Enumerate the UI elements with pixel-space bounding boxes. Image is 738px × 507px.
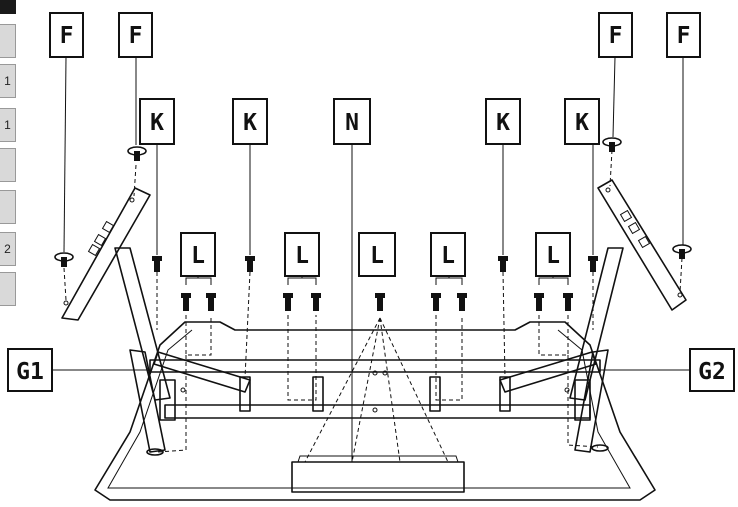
label-k-2: K — [232, 98, 268, 145]
screw-l-5 — [375, 293, 385, 311]
foot-f-2 — [127, 146, 147, 161]
side-tab-4[interactable] — [0, 190, 16, 224]
svg-text:N: N — [345, 110, 359, 136]
label-k-4: K — [564, 98, 600, 145]
screw-l-1 — [181, 293, 191, 311]
screw-l-4 — [311, 293, 321, 311]
side-tab-6[interactable] — [0, 272, 16, 306]
svg-text:K: K — [496, 110, 510, 136]
svg-text:F: F — [677, 23, 691, 49]
label-g2: G2 — [689, 348, 735, 392]
svg-text:F: F — [60, 23, 74, 49]
svg-text:G2: G2 — [698, 359, 726, 385]
screw-l-6 — [431, 293, 441, 311]
label-n: N — [333, 98, 371, 145]
side-tab-header — [0, 0, 16, 14]
screw-l-9 — [563, 293, 573, 311]
label-f-2: F — [118, 12, 153, 58]
label-f-4: F — [666, 12, 701, 58]
right-foot-plate — [597, 179, 687, 311]
cable-tray — [291, 461, 465, 493]
svg-text:K: K — [243, 110, 257, 136]
screw-l-8 — [534, 293, 544, 311]
brace-g1 — [153, 351, 251, 393]
side-tab-2[interactable]: 1 — [0, 108, 16, 142]
screws — [54, 137, 692, 311]
label-g1: G1 — [7, 348, 53, 392]
svg-text:L: L — [295, 243, 309, 269]
side-tab-5[interactable]: 2 — [0, 232, 16, 266]
tabletop — [94, 321, 656, 501]
svg-text:L: L — [441, 243, 455, 269]
label-l-3: L — [358, 232, 396, 277]
svg-text:G1: G1 — [16, 359, 44, 385]
foot-f-4 — [672, 244, 692, 259]
part-labels: F F F F K K N K K L L L L L G1 G2 — [7, 12, 735, 392]
svg-text:F: F — [609, 23, 623, 49]
label-l-5: L — [535, 232, 571, 277]
screw-k-3 — [498, 256, 508, 272]
screw-l-2 — [206, 293, 216, 311]
side-tab-0[interactable] — [0, 24, 16, 58]
side-tab-1[interactable]: 1 — [0, 64, 16, 98]
label-l-4: L — [430, 232, 466, 277]
svg-text:L: L — [546, 243, 560, 269]
side-tab-3[interactable] — [0, 148, 16, 182]
guide-lines — [63, 149, 683, 463]
screw-k-2 — [245, 256, 255, 272]
svg-text:F: F — [129, 23, 143, 49]
foot-f-1 — [54, 252, 74, 267]
foot-f-3 — [602, 137, 622, 152]
label-l-2: L — [284, 232, 320, 277]
svg-text:K: K — [575, 110, 589, 136]
screw-k-4 — [588, 256, 598, 272]
svg-text:K: K — [150, 110, 164, 136]
label-l-1: L — [180, 232, 216, 277]
svg-text:L: L — [370, 243, 384, 269]
label-f-3: F — [598, 12, 633, 58]
left-leg — [61, 187, 171, 456]
screw-l-7 — [457, 293, 467, 311]
screw-l-3 — [283, 293, 293, 311]
frame-rails — [149, 351, 601, 421]
right-leg — [569, 179, 687, 453]
screw-k-1 — [152, 256, 162, 272]
label-k-3: K — [485, 98, 521, 145]
left-foot-plate — [61, 187, 151, 321]
svg-text:L: L — [191, 243, 205, 269]
label-k-1: K — [139, 98, 175, 145]
label-f-1: F — [49, 12, 84, 58]
